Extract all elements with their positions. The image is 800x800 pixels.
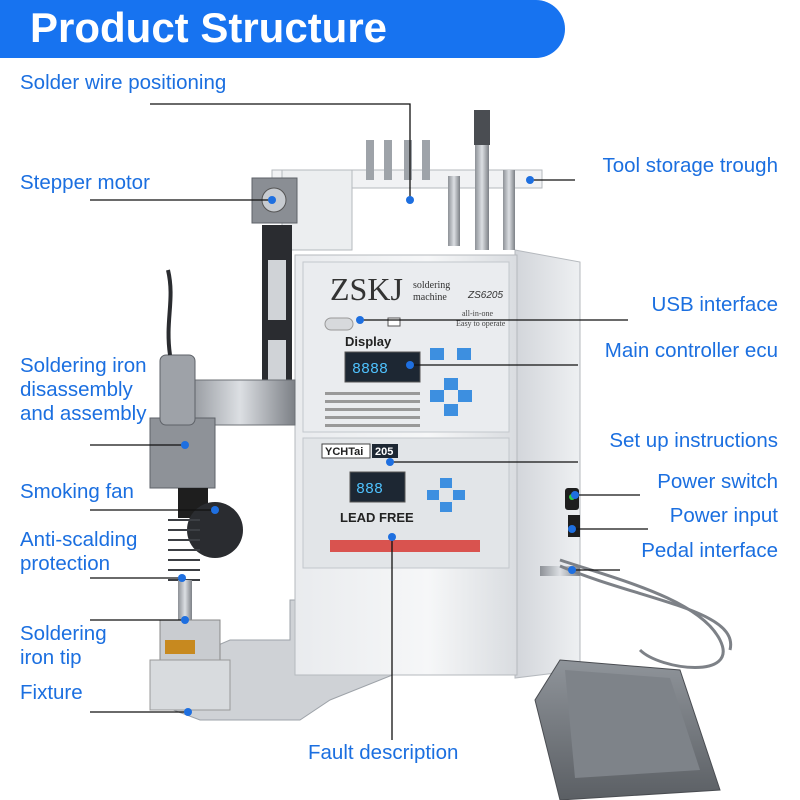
ychtai-text: YCHTai — [325, 446, 363, 458]
model-text: ZS6205 — [467, 290, 503, 301]
leader-lines — [90, 103, 648, 740]
display-label: Display — [345, 334, 392, 349]
brand-text: ZSKJ — [330, 271, 403, 307]
label-power-switch: Power switch — [657, 470, 778, 493]
label-anti-scalding-protection: Anti-scalding protection — [20, 528, 138, 575]
soldering-arm — [149, 269, 296, 711]
tagline-2: Easy to operate — [456, 319, 506, 328]
label-solder-wire-positioning: Solder wire positioning — [20, 71, 227, 94]
label-pedal-interface: Pedal interface — [641, 539, 778, 562]
label-fixture: Fixture — [20, 681, 83, 704]
leader-dots — [178, 176, 579, 716]
brand-sub-2: machine — [413, 292, 447, 303]
label-set-up-instructions: Set up instructions — [609, 429, 778, 452]
label-usb-interface: USB interface — [651, 293, 778, 316]
ychtai-num: 205 — [375, 446, 393, 458]
label-power-input: Power input — [669, 504, 778, 527]
title-banner: Product Structure — [0, 0, 565, 58]
tagline-1: all-in-one — [462, 309, 494, 318]
label-fault-description: Fault description — [308, 741, 459, 764]
pedal — [534, 558, 733, 800]
label-soldering-iron-tip: Soldering iron tip — [20, 622, 107, 669]
label-main-controller-ecu: Main controller ecu — [604, 339, 778, 362]
main-case: ZSKJ soldering machine ZS6205 all-in-one… — [294, 249, 581, 679]
svg-text:888: 888 — [356, 481, 383, 498]
page-title: Product Structure — [30, 4, 388, 51]
label-tool-storage-trough: Tool storage trough — [602, 154, 778, 177]
tool-rack — [271, 110, 543, 251]
svg-text:8888: 8888 — [352, 361, 388, 378]
label-stepper-motor: Stepper motor — [20, 171, 150, 194]
lead-free-text: LEAD FREE — [340, 510, 414, 525]
leader-solder-wire — [150, 103, 411, 200]
brand-sub-1: soldering — [413, 280, 450, 291]
label-soldering-iron-assembly: Soldering iron disassembly and assembly — [20, 354, 147, 425]
stepper-motor — [251, 177, 298, 405]
label-smoking-fan: Smoking fan — [20, 480, 134, 503]
